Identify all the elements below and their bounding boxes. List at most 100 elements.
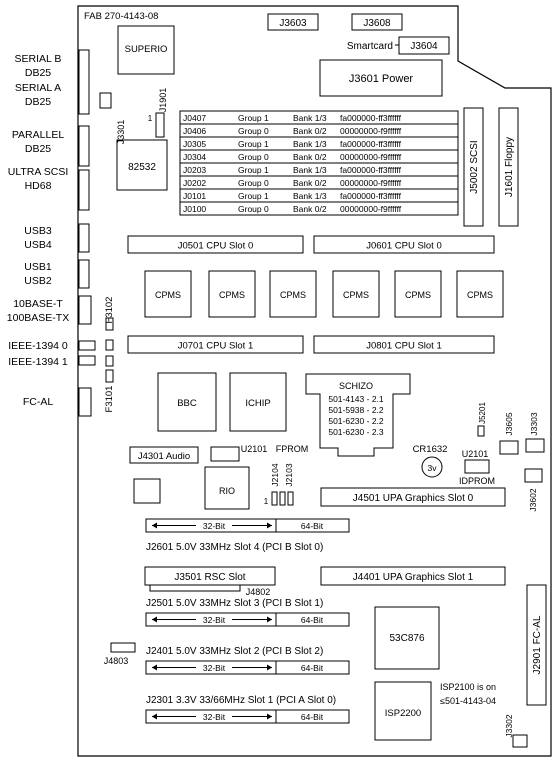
cpu-slot-j0501-label: J0501 CPU Slot 0 [178, 241, 254, 252]
usb34-connector [78, 223, 90, 253]
arrow-head-right [267, 522, 272, 529]
label-usb12-1: USB1 [24, 261, 52, 273]
memory-group: Group 1 [238, 191, 269, 201]
memory-bank: Bank 1/3 [293, 165, 327, 175]
cpms-module-label: CPMS [219, 290, 245, 300]
pci-64bit-label: 64-Bit [301, 712, 324, 722]
label-ethernet-1: 10BASE-T [13, 298, 63, 310]
label-serial-b-1: SERIAL B [15, 53, 62, 65]
label-usb12-2: USB2 [24, 275, 52, 287]
superio-label: SUPERIO [125, 44, 168, 55]
label-ethernet-2: 100BASE-TX [7, 312, 69, 324]
pci-64bit-label: 64-Bit [301, 521, 324, 531]
arrow-head-left [152, 522, 157, 529]
rsc-slot-j3501-label: J3501 RSC Slot [174, 572, 245, 583]
j3603-connector [267, 13, 319, 31]
label-usb34-2: USB4 [24, 239, 52, 251]
j4803-connector [110, 642, 136, 653]
arrow-head-right [267, 713, 272, 720]
j2901-connector [526, 584, 547, 706]
f3102-label: F3102 [104, 297, 115, 324]
j3301-label: J3301 [116, 120, 126, 145]
isp2200-label: ISP2200 [385, 708, 421, 719]
j2901-label: J2901 FC-AL [532, 615, 543, 674]
pci-slot [145, 660, 350, 675]
memory-bank: Bank 0/2 [293, 204, 327, 214]
memory-group: Group 1 [238, 139, 269, 149]
j3601-connector [319, 59, 443, 97]
cpms-module-label: CPMS [405, 290, 431, 300]
pci-slot-label: J2601 5.0V 33MHz Slot 4 (PCI B Slot 0) [146, 542, 323, 553]
j3601-label: J3601 Power [349, 73, 414, 85]
label-usb34-1: USB3 [24, 225, 52, 237]
pci-label-bg [196, 520, 232, 531]
j3303-jumper [525, 438, 545, 453]
pci-slot [145, 518, 350, 533]
isp-note-1: ISP2100 is on [440, 682, 496, 692]
j3602-label: J3602 [528, 488, 538, 511]
chip-82532-label: 82532 [128, 162, 156, 173]
f3101-label: F3101 [104, 386, 115, 413]
label-ultra-scsi-1: ULTRA SCSI [8, 166, 69, 178]
upa-slot-j4401-label: J4401 UPA Graphics Slot 1 [353, 572, 474, 583]
u2101-chip-left [210, 446, 240, 462]
u2101-right-label: U2101 [462, 449, 489, 459]
j5002-label: J5002 SCSI [469, 140, 480, 193]
arrow-head-right [267, 616, 272, 623]
pci-32bit-label: 32-Bit [203, 615, 226, 625]
rio-label: RIO [219, 486, 235, 496]
pci-label-bg [196, 614, 232, 625]
cpms-module-label: CPMS [343, 290, 369, 300]
memory-group: Group 0 [238, 204, 269, 214]
chip-82532 [116, 139, 168, 191]
memory-bank: Bank 1/3 [293, 113, 327, 123]
jumper-pin-label: 1 [264, 497, 269, 506]
ethernet-connector [78, 295, 92, 325]
pci-slot-label: J2501 5.0V 33MHz Slot 3 (PCI B Slot 1) [146, 598, 323, 609]
cpms-module [456, 270, 504, 318]
j3303-label: J3303 [529, 412, 539, 435]
memory-range: fa000000-ff3ffffff [340, 191, 402, 201]
pci-slot [145, 612, 350, 627]
pci-slot-label: J2301 3.3V 33/66MHz Slot 1 (PCI A Slot 0… [146, 695, 336, 706]
cpu-slot-j0501 [127, 235, 304, 254]
pci-32bit-label: 32-Bit [203, 712, 226, 722]
memory-range: 00000000-f9ffffff [340, 126, 402, 136]
j2103-label: J2103 [284, 463, 294, 486]
schizo-title: SCHIZO [339, 381, 373, 391]
cpu-slot-j0601 [313, 235, 495, 254]
f3102-fuse [105, 317, 114, 331]
cpms-module [144, 270, 192, 318]
ichip-chip [229, 372, 287, 432]
isp-note-2: ≤501-4143-04 [440, 696, 496, 706]
j5201-label: J5201 [478, 402, 487, 424]
rear-connectors [78, 49, 96, 417]
j4802-label: J4802 [246, 587, 271, 597]
j5201-jumper [477, 425, 485, 437]
j4301-label: J4301 Audio [138, 451, 190, 462]
memory-range: 00000000-f9ffffff [340, 152, 402, 162]
memory-slot: J0406 [183, 126, 206, 136]
cpu-slot-j0801-label: J0801 CPU Slot 1 [366, 341, 442, 352]
ieee1-connector [78, 355, 96, 366]
label-ieee0: IEEE-1394 0 [8, 340, 68, 352]
cpu-slot-j0601-label: J0601 CPU Slot 0 [366, 241, 442, 252]
label-parallel-2: DB25 [25, 143, 51, 155]
j1901-jumper [155, 112, 165, 138]
upa-slot-j4401 [320, 566, 506, 586]
schizo-part-4: 501-6230 - 2.3 [328, 427, 384, 437]
ieee-pin-a [105, 339, 114, 351]
cr1632-battery [421, 456, 443, 478]
schizo-part-1: 501-4143 - 2.1 [328, 394, 384, 404]
j1601-connector [498, 107, 519, 227]
memory-range: fa000000-ff3ffffff [340, 113, 402, 123]
j5002-connector [463, 107, 484, 227]
rio-chip [204, 466, 250, 510]
cpu-slot-j0801 [313, 335, 495, 354]
memory-range: 00000000-f9ffffff [340, 204, 402, 214]
arrow-head-left [152, 664, 157, 671]
chip-53c876-label: 53C876 [389, 633, 424, 644]
fprom-label: FPROM [276, 444, 309, 454]
